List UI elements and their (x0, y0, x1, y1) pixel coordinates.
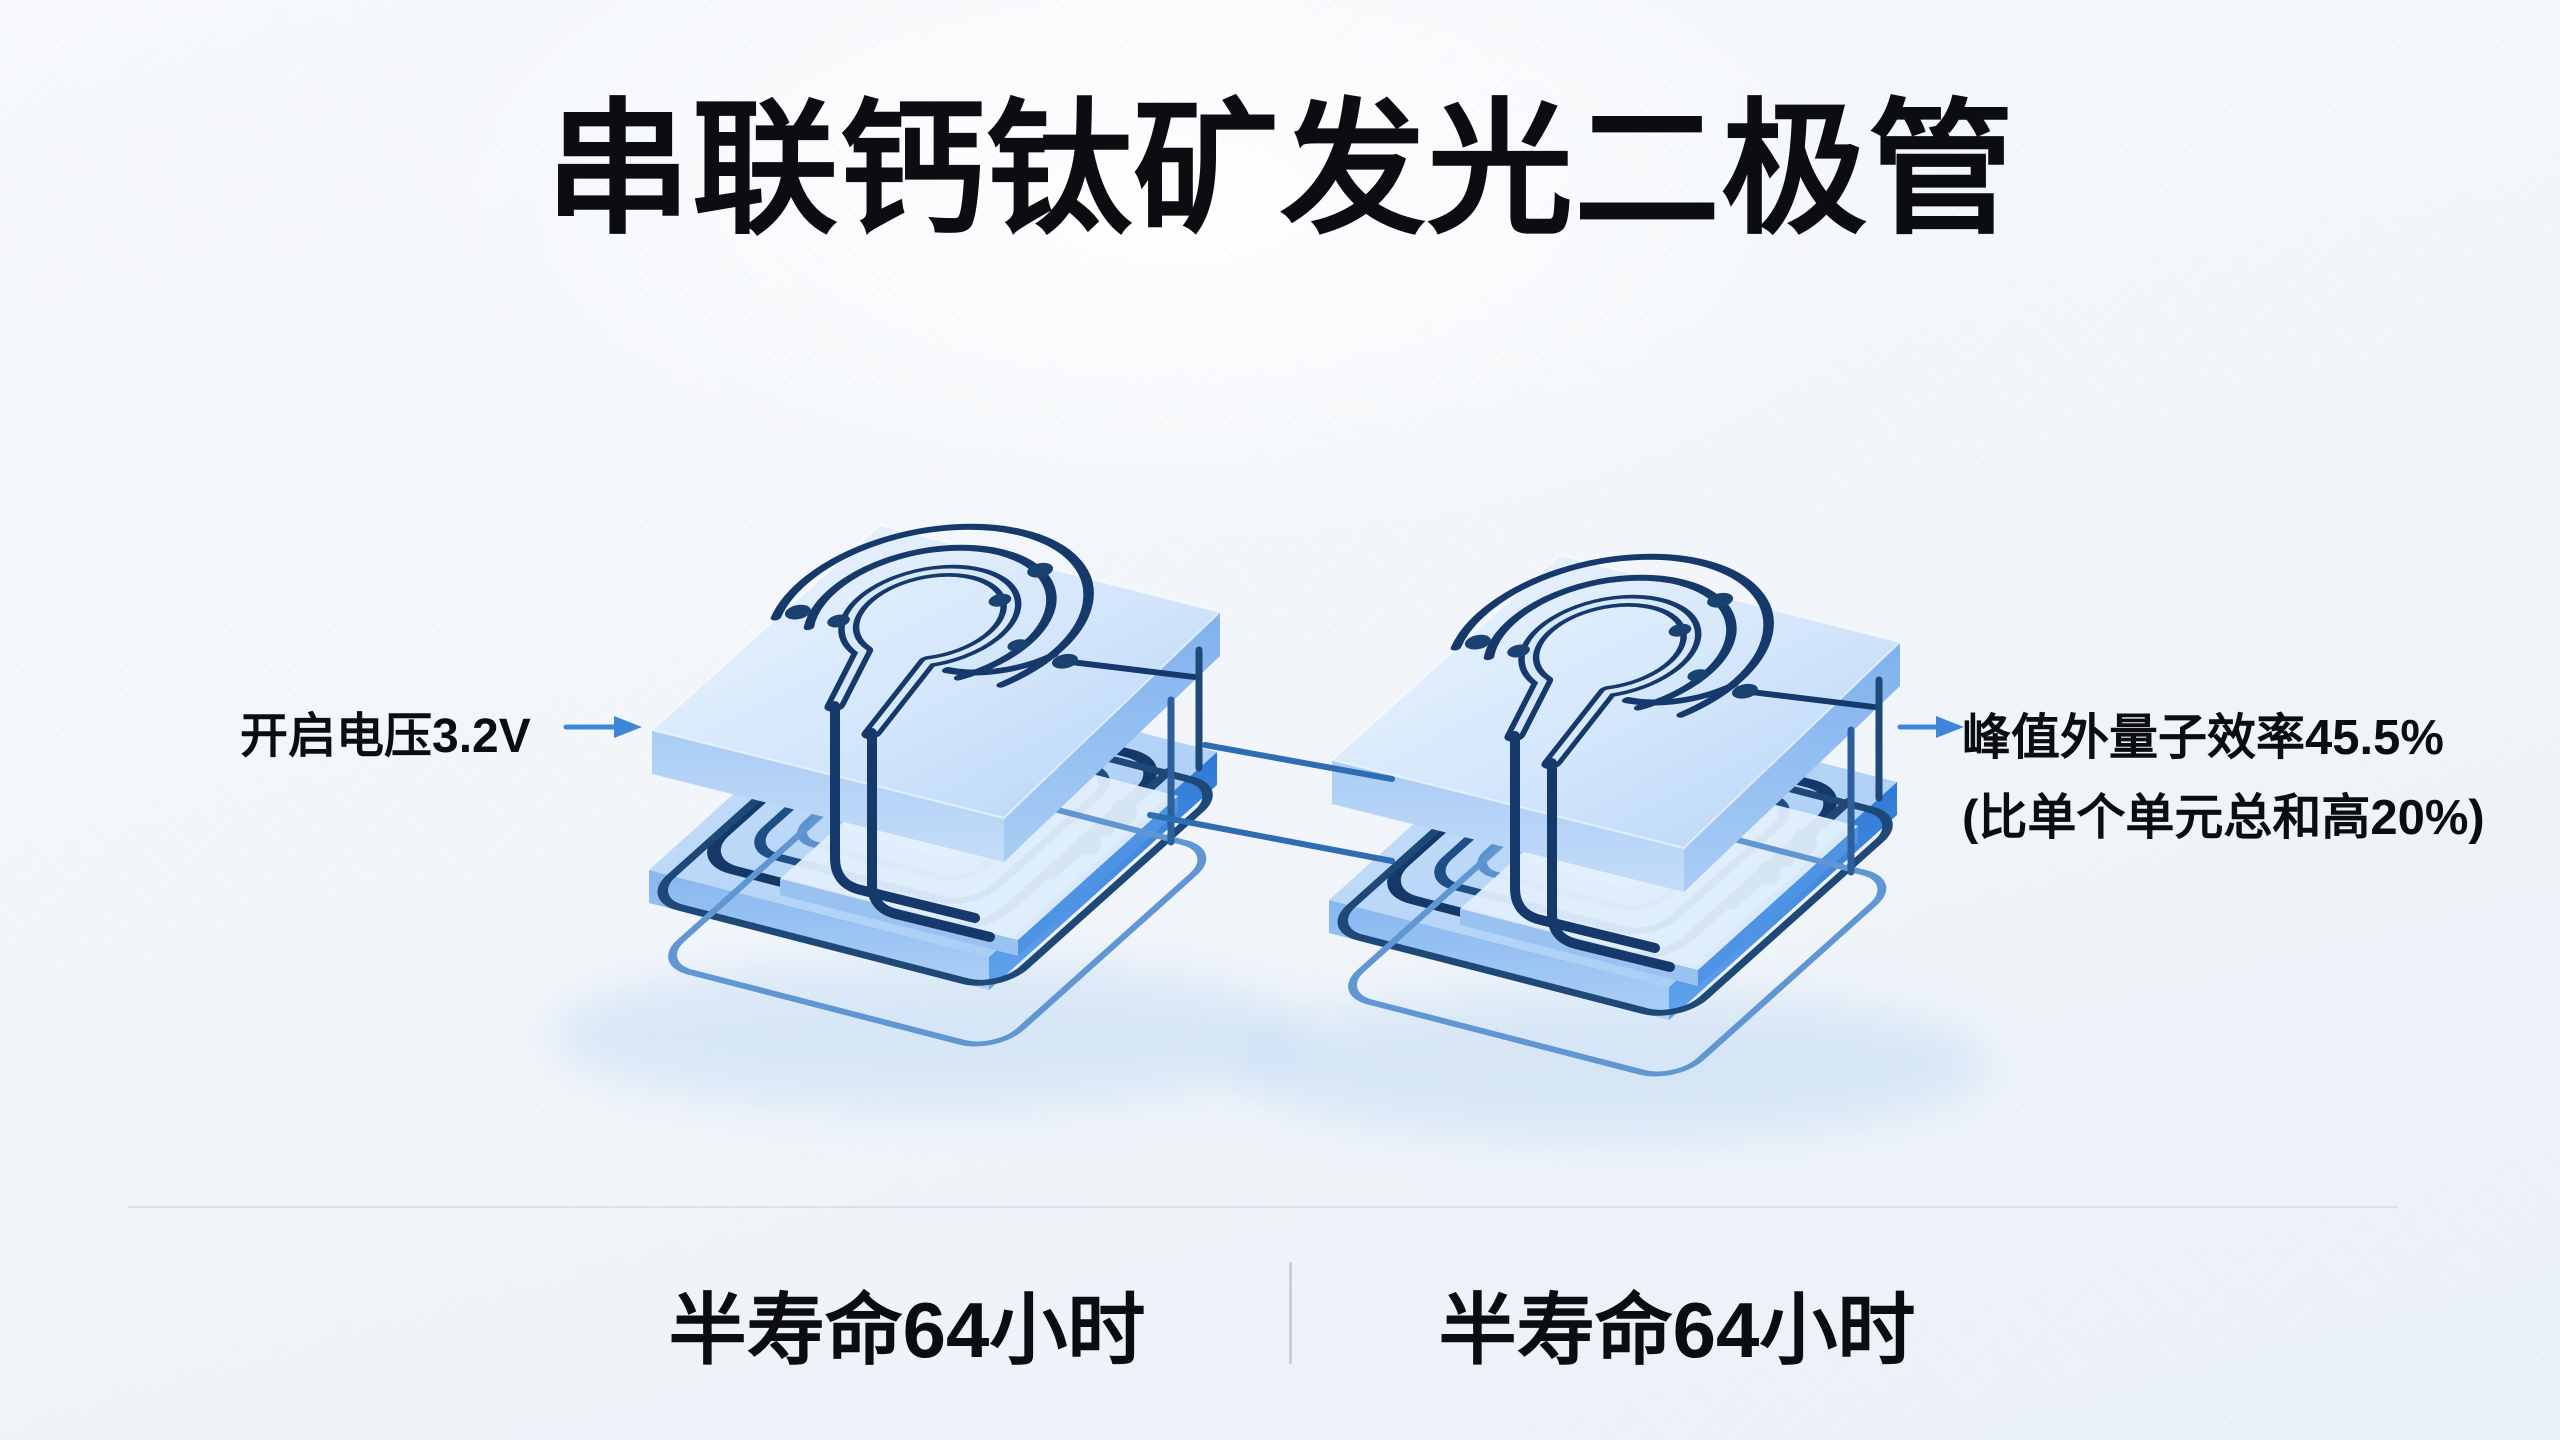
right-annotation-arrow (1897, 716, 1964, 738)
page-title: 串联钙钛矿发光二极管 (545, 88, 2015, 251)
perovskite-led-stack-right (1230, 530, 1990, 1140)
half-life-stat-right: 半寿命64小时 (1438, 1286, 1916, 1374)
series-connector-lines (1147, 742, 1395, 864)
half-life-stat-left: 半寿命64小时 (668, 1286, 1146, 1374)
vertical-divider (1289, 1262, 1292, 1364)
perovskite-led-stack-left (550, 500, 1310, 1110)
turn-on-voltage-label: 开启电压3.2V (240, 710, 531, 763)
eqe-label-line2: (比单个单元总和高20%) (1962, 791, 2485, 845)
eqe-label-line1: 峰值外量子效率45.5% (1962, 711, 2444, 765)
eqe-label: 峰值外量子效率45.5% (比单个单元总和高20%) (1962, 698, 2485, 858)
horizontal-divider (128, 1206, 2398, 1208)
left-annotation-arrow (563, 716, 642, 738)
